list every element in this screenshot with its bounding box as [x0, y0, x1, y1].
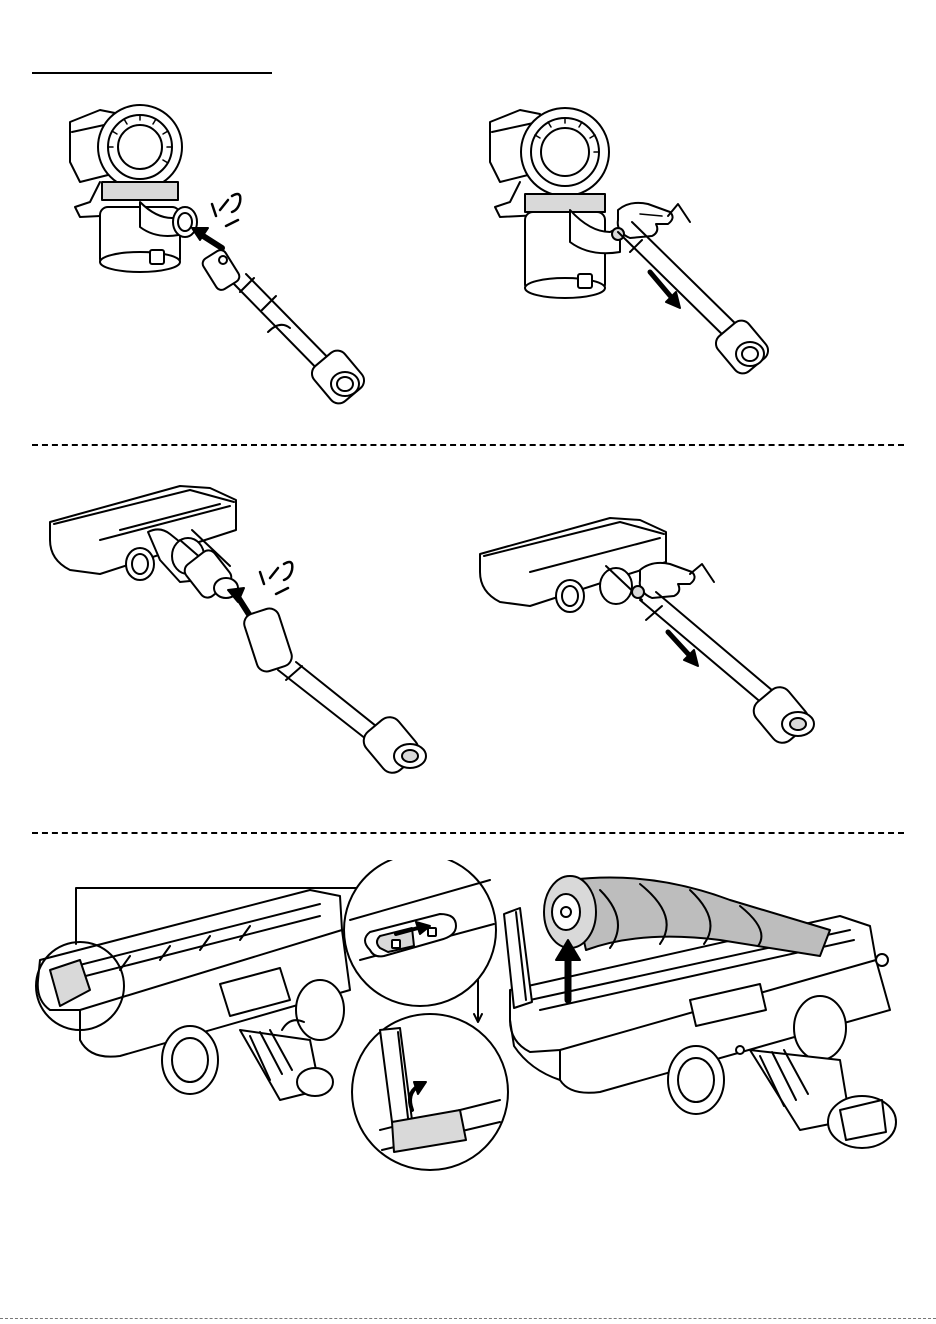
insert-arrow-icon: [192, 228, 222, 248]
handheld-vacuum-body: [70, 105, 197, 272]
cover-lift-zoom: [352, 1014, 508, 1170]
section-divider: [32, 444, 904, 446]
handheld-vacuum-body: [490, 108, 620, 298]
illustration-open-brush-latch: [20, 860, 510, 1180]
click-sound-icon: [260, 562, 292, 594]
press-button-hand-icon: [612, 203, 690, 240]
section-divider: [32, 832, 904, 834]
illustration-attach-tube-handheld: [40, 92, 420, 412]
illustration-release-tube-handheld: [470, 92, 870, 412]
floor-head-underside: [38, 890, 350, 1100]
header-rule: [32, 72, 272, 74]
page-bottom-rule: [0, 1318, 936, 1319]
brush-roll: [544, 876, 830, 956]
extension-tube: [618, 222, 772, 377]
illustration-release-tube-floor-head: [470, 470, 890, 800]
insert-arrow-icon: [228, 588, 250, 616]
illustration-attach-tube-floor-head: [40, 470, 460, 800]
illustration-remove-brush-roll: [490, 860, 920, 1200]
extension-tube: [200, 248, 368, 408]
press-button-hand-icon: [632, 563, 714, 598]
opened-cover-flap: [504, 908, 532, 1008]
click-sound-icon: [212, 194, 240, 226]
extension-tube: [640, 592, 814, 748]
extension-tube: [242, 606, 426, 778]
